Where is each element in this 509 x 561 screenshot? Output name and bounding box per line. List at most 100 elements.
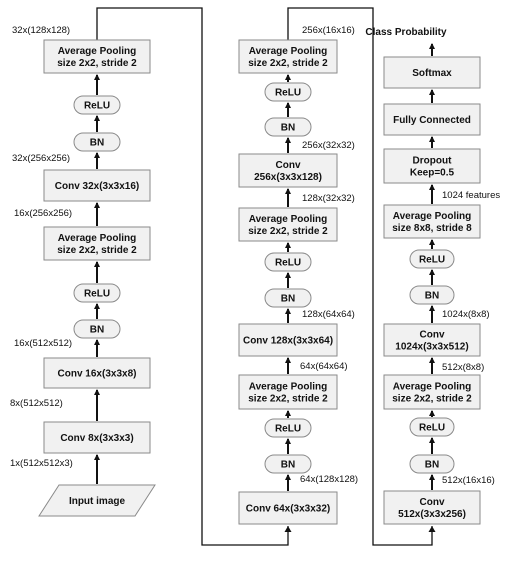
layer-box: Conv 8x(3x3x3) — [43, 421, 151, 454]
tensor-dimension-label: 16x(512x512) — [14, 338, 72, 349]
column-connector — [96, 7, 289, 546]
block-label: Softmax — [412, 68, 452, 79]
layer-pill: ReLU — [73, 95, 121, 115]
block-label: ReLU — [84, 289, 110, 300]
box-shape — [238, 39, 338, 74]
layer-pill: BN — [264, 454, 312, 474]
tensor-dimension-label: 64x(64x64) — [300, 361, 348, 372]
pill-shape — [73, 95, 121, 115]
box-shape — [383, 204, 481, 239]
block-label: BN — [425, 291, 439, 302]
box-shape — [238, 323, 338, 357]
block-label: size 2x2, stride 2 — [248, 226, 328, 237]
block-label: BN — [425, 460, 439, 471]
box-shape — [383, 56, 481, 89]
tensor-dimension-label: 32x(256x256) — [12, 153, 70, 164]
block-label: Conv 16x(3x3x8) — [58, 369, 137, 380]
block-label: Dropout — [413, 156, 453, 167]
tensor-dimension-label: 1024x(8x8) — [442, 309, 490, 320]
tensor-dimension-label: 64x(128x128) — [300, 474, 358, 485]
block-label: Average Pooling — [58, 46, 137, 57]
pill-shape — [264, 82, 312, 102]
block-label: Conv 32x(3x3x16) — [55, 181, 140, 192]
block-label: Conv — [420, 330, 445, 341]
box-shape — [383, 103, 481, 136]
pill-shape — [264, 288, 312, 308]
block-label: BN — [90, 138, 104, 149]
block-label: Conv 64x(3x3x32) — [246, 504, 331, 515]
layer-pill: BN — [264, 288, 312, 308]
tensor-dimension-label: 256x(16x16) — [302, 25, 355, 36]
block-label: size 2x2, stride 2 — [57, 245, 137, 256]
layer-box: Conv 16x(3x3x8) — [43, 357, 151, 389]
block-label: ReLU — [275, 258, 301, 269]
box-shape — [238, 491, 338, 525]
block-label: BN — [281, 123, 295, 134]
input-block: Input image — [38, 484, 156, 517]
connector-arrowhead — [284, 526, 292, 532]
block-label: Conv — [276, 160, 301, 171]
tensor-dimension-label: 1024 features — [442, 190, 500, 201]
box-shape — [238, 153, 338, 188]
block-label: Input image — [69, 496, 126, 507]
block-label: Average Pooling — [249, 382, 328, 393]
arrows — [94, 43, 435, 491]
pill-shape — [409, 285, 455, 305]
tensor-dimension-label: 256x(32x32) — [302, 140, 355, 151]
blocks: Input image Conv 8x(3x3x3) Conv 16x(3x3x8)… — [38, 39, 481, 525]
block-label: Average Pooling — [393, 382, 472, 393]
block-label: ReLU — [419, 423, 445, 434]
block-label: Average Pooling — [393, 211, 472, 222]
block-label: 512x(3x3x256) — [398, 509, 466, 520]
labels: 1x(512x512x3)8x(512x512)16x(512x512)16x(… — [10, 25, 500, 486]
layer-pill: ReLU — [264, 252, 312, 272]
box-shape — [43, 421, 151, 454]
block-label: ReLU — [275, 424, 301, 435]
layer-pill: BN — [264, 117, 312, 137]
block-label: 256x(3x3x128) — [254, 172, 322, 183]
box-shape — [43, 39, 151, 74]
layer-pill: ReLU — [264, 418, 312, 438]
block-label: size 8x8, stride 8 — [392, 223, 472, 234]
box-shape — [383, 323, 481, 357]
tensor-dimension-label: 128x(64x64) — [302, 309, 355, 320]
tensor-dimension-label: 512x(16x16) — [442, 475, 495, 486]
layer-box: Fully Connected — [383, 103, 481, 136]
pill-shape — [409, 249, 455, 269]
block-label: size 2x2, stride 2 — [57, 58, 137, 69]
block-label: BN — [90, 325, 104, 336]
block-label: 1024x(3x3x512) — [395, 342, 468, 353]
box-shape — [238, 374, 338, 410]
block-label: BN — [281, 460, 295, 471]
tensor-dimension-label: 128x(32x32) — [302, 193, 355, 204]
column-connector — [287, 7, 433, 546]
block-label: ReLU — [275, 88, 301, 99]
layer-pill: ReLU — [73, 283, 121, 303]
connectors — [96, 7, 436, 546]
tensor-dimension-label: 512x(8x8) — [442, 362, 484, 373]
layer-pill: BN — [409, 285, 455, 305]
layer-pill: ReLU — [409, 417, 455, 437]
block-label: Conv — [420, 497, 445, 508]
pill-shape — [264, 117, 312, 137]
connector-arrowhead — [428, 526, 436, 532]
pill-shape — [409, 454, 455, 474]
pill-shape — [264, 418, 312, 438]
tensor-dimension-label: 32x(128x128) — [12, 25, 70, 36]
block-label: size 2x2, stride 2 — [392, 394, 472, 405]
block-label: Average Pooling — [249, 214, 328, 225]
box-shape — [238, 207, 338, 242]
block-label: Conv 8x(3x3x3) — [60, 433, 133, 444]
tensor-dimension-label: 1x(512x512x3) — [10, 458, 73, 469]
pill-shape — [73, 319, 121, 339]
